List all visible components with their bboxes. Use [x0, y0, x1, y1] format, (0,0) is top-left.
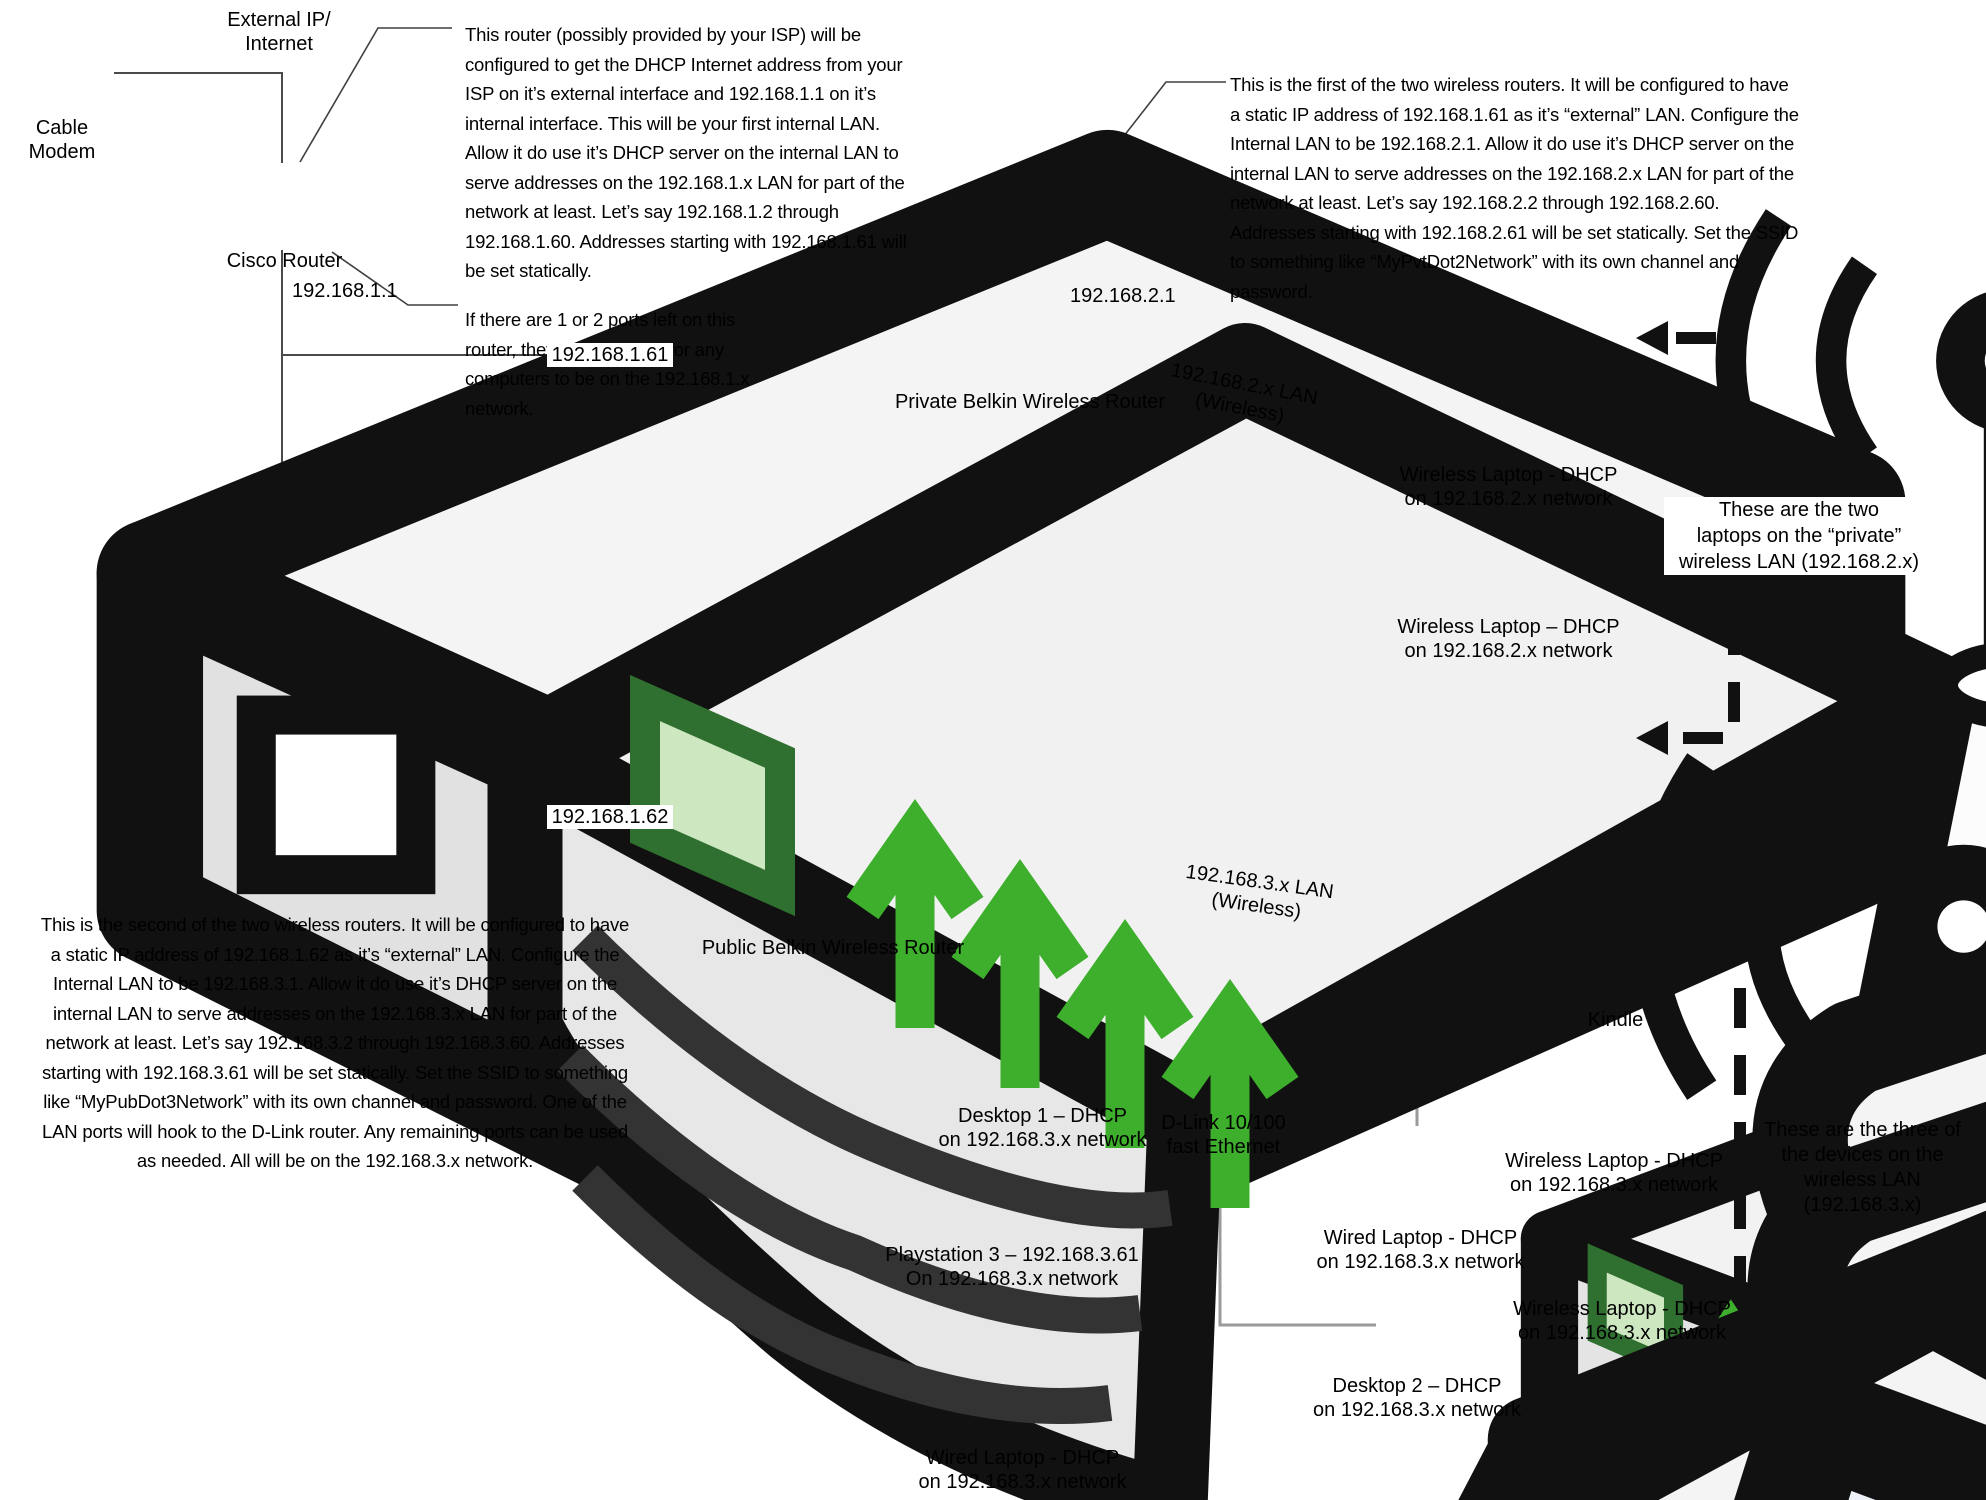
desktop2-label: Desktop 2 – DHCP on 192.168.3.x network — [1313, 1375, 1521, 1421]
dlink-label: D-Link 10/100 fast Ethernet — [1161, 1112, 1286, 1158]
isp-router-note: This router (possibly provided by your I… — [465, 24, 907, 281]
cable-modem-label: Cable Modem — [28, 117, 96, 163]
two-laptops-note: These are the two laptops on the “privat… — [1664, 497, 1934, 575]
arrow-left-icon — [1636, 721, 1668, 755]
wireless-laptop-2x-1-label: Wireless Laptop - DHCP on 192.168.2.x ne… — [1399, 464, 1618, 510]
leader-isp-note — [299, 27, 452, 163]
arrow-left-icon — [1642, 895, 1674, 929]
arrow-left-icon — [1642, 1349, 1674, 1383]
first-wireless-note: This is the first of the two wireless ro… — [1230, 74, 1799, 302]
kindle-label: Kindle — [1587, 1009, 1644, 1031]
wireless-laptop-3x-2-label: Wireless Laptop - DHCP on 192.168.3.x ne… — [1513, 1298, 1731, 1344]
private-router-label: Private Belkin Wireless Router — [894, 391, 1166, 413]
bracket-private-lan — [1636, 321, 1740, 755]
bracket-public-lan — [1642, 895, 1746, 1383]
public-router-label: Public Belkin Wireless Router — [701, 937, 965, 959]
wired-laptop-bottom-label: Wired Laptop - DHCP on 192.168.3.x netwo… — [918, 1447, 1127, 1493]
wired-laptop-mid-label: Wired Laptop - DHCP on 192.168.3.x netwo… — [1316, 1227, 1525, 1273]
ip-1-62-label: 192.168.1.62 — [540, 805, 680, 829]
wireless-laptop-3x-1-label: Wireless Laptop - DHCP on 192.168.3.x ne… — [1505, 1150, 1723, 1196]
ip-2-1-label: 192.168.2.1 — [1070, 285, 1176, 307]
external-ip-label: External IP/ Internet — [227, 9, 331, 55]
ip-1-1-label: 192.168.1.1 — [292, 280, 398, 302]
cisco-router-label: Cisco Router — [226, 250, 343, 272]
three-devices-note: These are the three of the devices on th… — [1764, 1119, 1961, 1216]
desktop1-label: Desktop 1 – DHCP on 192.168.3.x network — [938, 1105, 1147, 1151]
wireless-laptop-2x-2-label: Wireless Laptop – DHCP on 192.168.2.x ne… — [1397, 616, 1620, 662]
second-wireless-note: This is the second of the two wireless r… — [40, 914, 630, 1171]
modem-to-cisco-line — [114, 72, 283, 163]
arrow-left-icon — [1636, 321, 1668, 355]
leader-ports-note — [331, 251, 458, 306]
playstation-label: Playstation 3 – 192.168.3.61 On 192.168.… — [885, 1244, 1139, 1290]
ip-1-61-label: 192.168.1.61 — [540, 343, 680, 367]
